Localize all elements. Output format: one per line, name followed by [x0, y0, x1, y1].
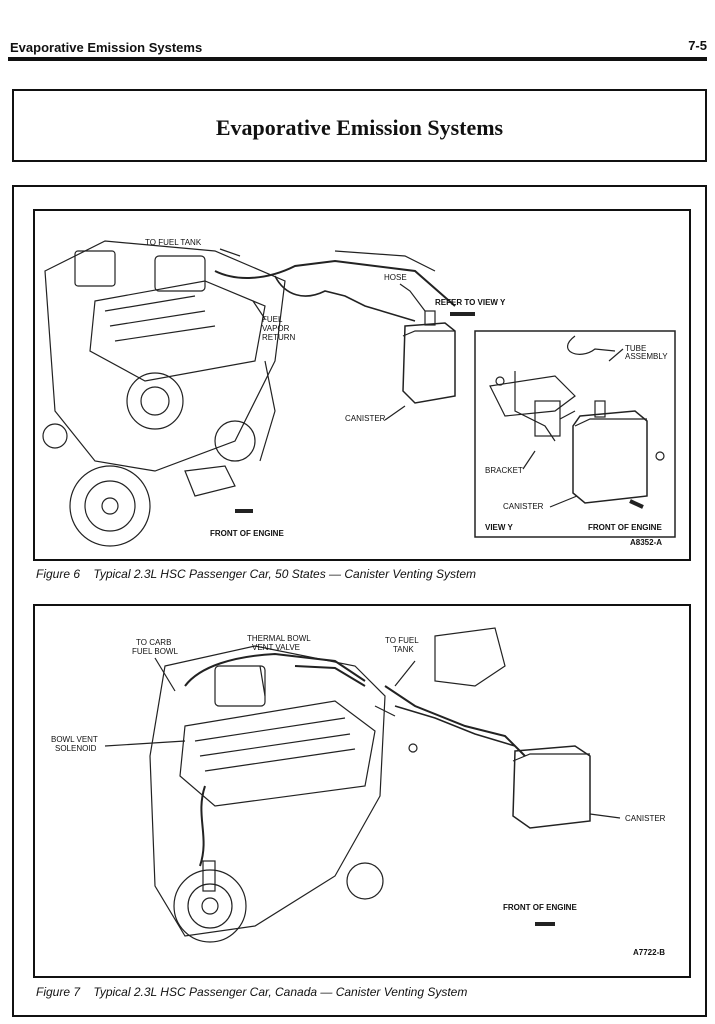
label-to-fuel: TO FUEL — [385, 636, 419, 645]
inset-label-bracket: BRACKET — [485, 466, 523, 475]
label-front-of-engine: FRONT OF ENGINE — [503, 903, 577, 912]
label-refer-to-view-y: REFER TO VIEW Y — [435, 298, 506, 307]
label-hose: HOSE — [384, 273, 407, 282]
inset-label-tube: TUBE — [625, 344, 647, 353]
figure-6-illustration: TO FUEL TANK HOSE REFER TO VIEW Y FUEL V… — [33, 209, 691, 561]
figures-frame — [12, 185, 707, 1017]
header-rule — [8, 57, 707, 61]
inset-label-front-of-engine: FRONT OF ENGINE — [588, 523, 662, 532]
label-to-carb: TO CARB — [136, 638, 172, 647]
figure-6-code: A8352-A — [630, 538, 663, 547]
figure-6-drawing — [42, 240, 676, 547]
title-box: Evaporative Emission Systems — [12, 89, 707, 162]
label-canister: CANISTER — [625, 814, 666, 823]
inset-label-view-y: VIEW Y — [485, 523, 513, 532]
figure-7-number: Figure 7 — [36, 985, 81, 999]
label-fuel: FUEL — [262, 315, 283, 324]
label-tank: TANK — [393, 645, 414, 654]
label-front-of-engine: FRONT OF ENGINE — [210, 529, 284, 538]
figure-7-code: A7722-B — [633, 948, 666, 957]
label-to-fuel-tank: TO FUEL TANK — [145, 238, 202, 247]
label-vent-valve: VENT VALVE — [252, 643, 301, 652]
label-solenoid: SOLENOID — [55, 744, 97, 753]
page-number: 7-5 — [688, 38, 707, 53]
figure-7-caption-text: Typical 2.3L HSC Passenger Car, Canada —… — [93, 985, 468, 999]
figure-6-caption-text: Typical 2.3L HSC Passenger Car, 50 State… — [93, 567, 476, 581]
inset-label-assembly: ASSEMBLY — [625, 352, 668, 361]
label-return: RETURN — [262, 333, 296, 342]
label-vapor: VAPOR — [262, 324, 290, 333]
running-header-title: Evaporative Emission Systems — [10, 40, 203, 55]
figure-7-drawing — [104, 627, 621, 943]
figure-6-caption: Figure 6 Typical 2.3L HSC Passenger Car,… — [36, 567, 476, 581]
inset-label-canister: CANISTER — [503, 502, 544, 511]
figure-7-caption: Figure 7 Typical 2.3L HSC Passenger Car,… — [36, 985, 467, 999]
label-bowl-vent: BOWL VENT — [51, 735, 98, 744]
label-canister: CANISTER — [345, 414, 386, 423]
page-title: Evaporative Emission Systems — [215, 115, 504, 140]
label-thermal-bowl: THERMAL BOWL — [247, 634, 311, 643]
figure-7-illustration: TO CARB FUEL BOWL THERMAL BOWL VENT VALV… — [33, 604, 691, 978]
label-fuel-bowl: FUEL BOWL — [132, 647, 178, 656]
figure-6-number: Figure 6 — [36, 567, 81, 581]
